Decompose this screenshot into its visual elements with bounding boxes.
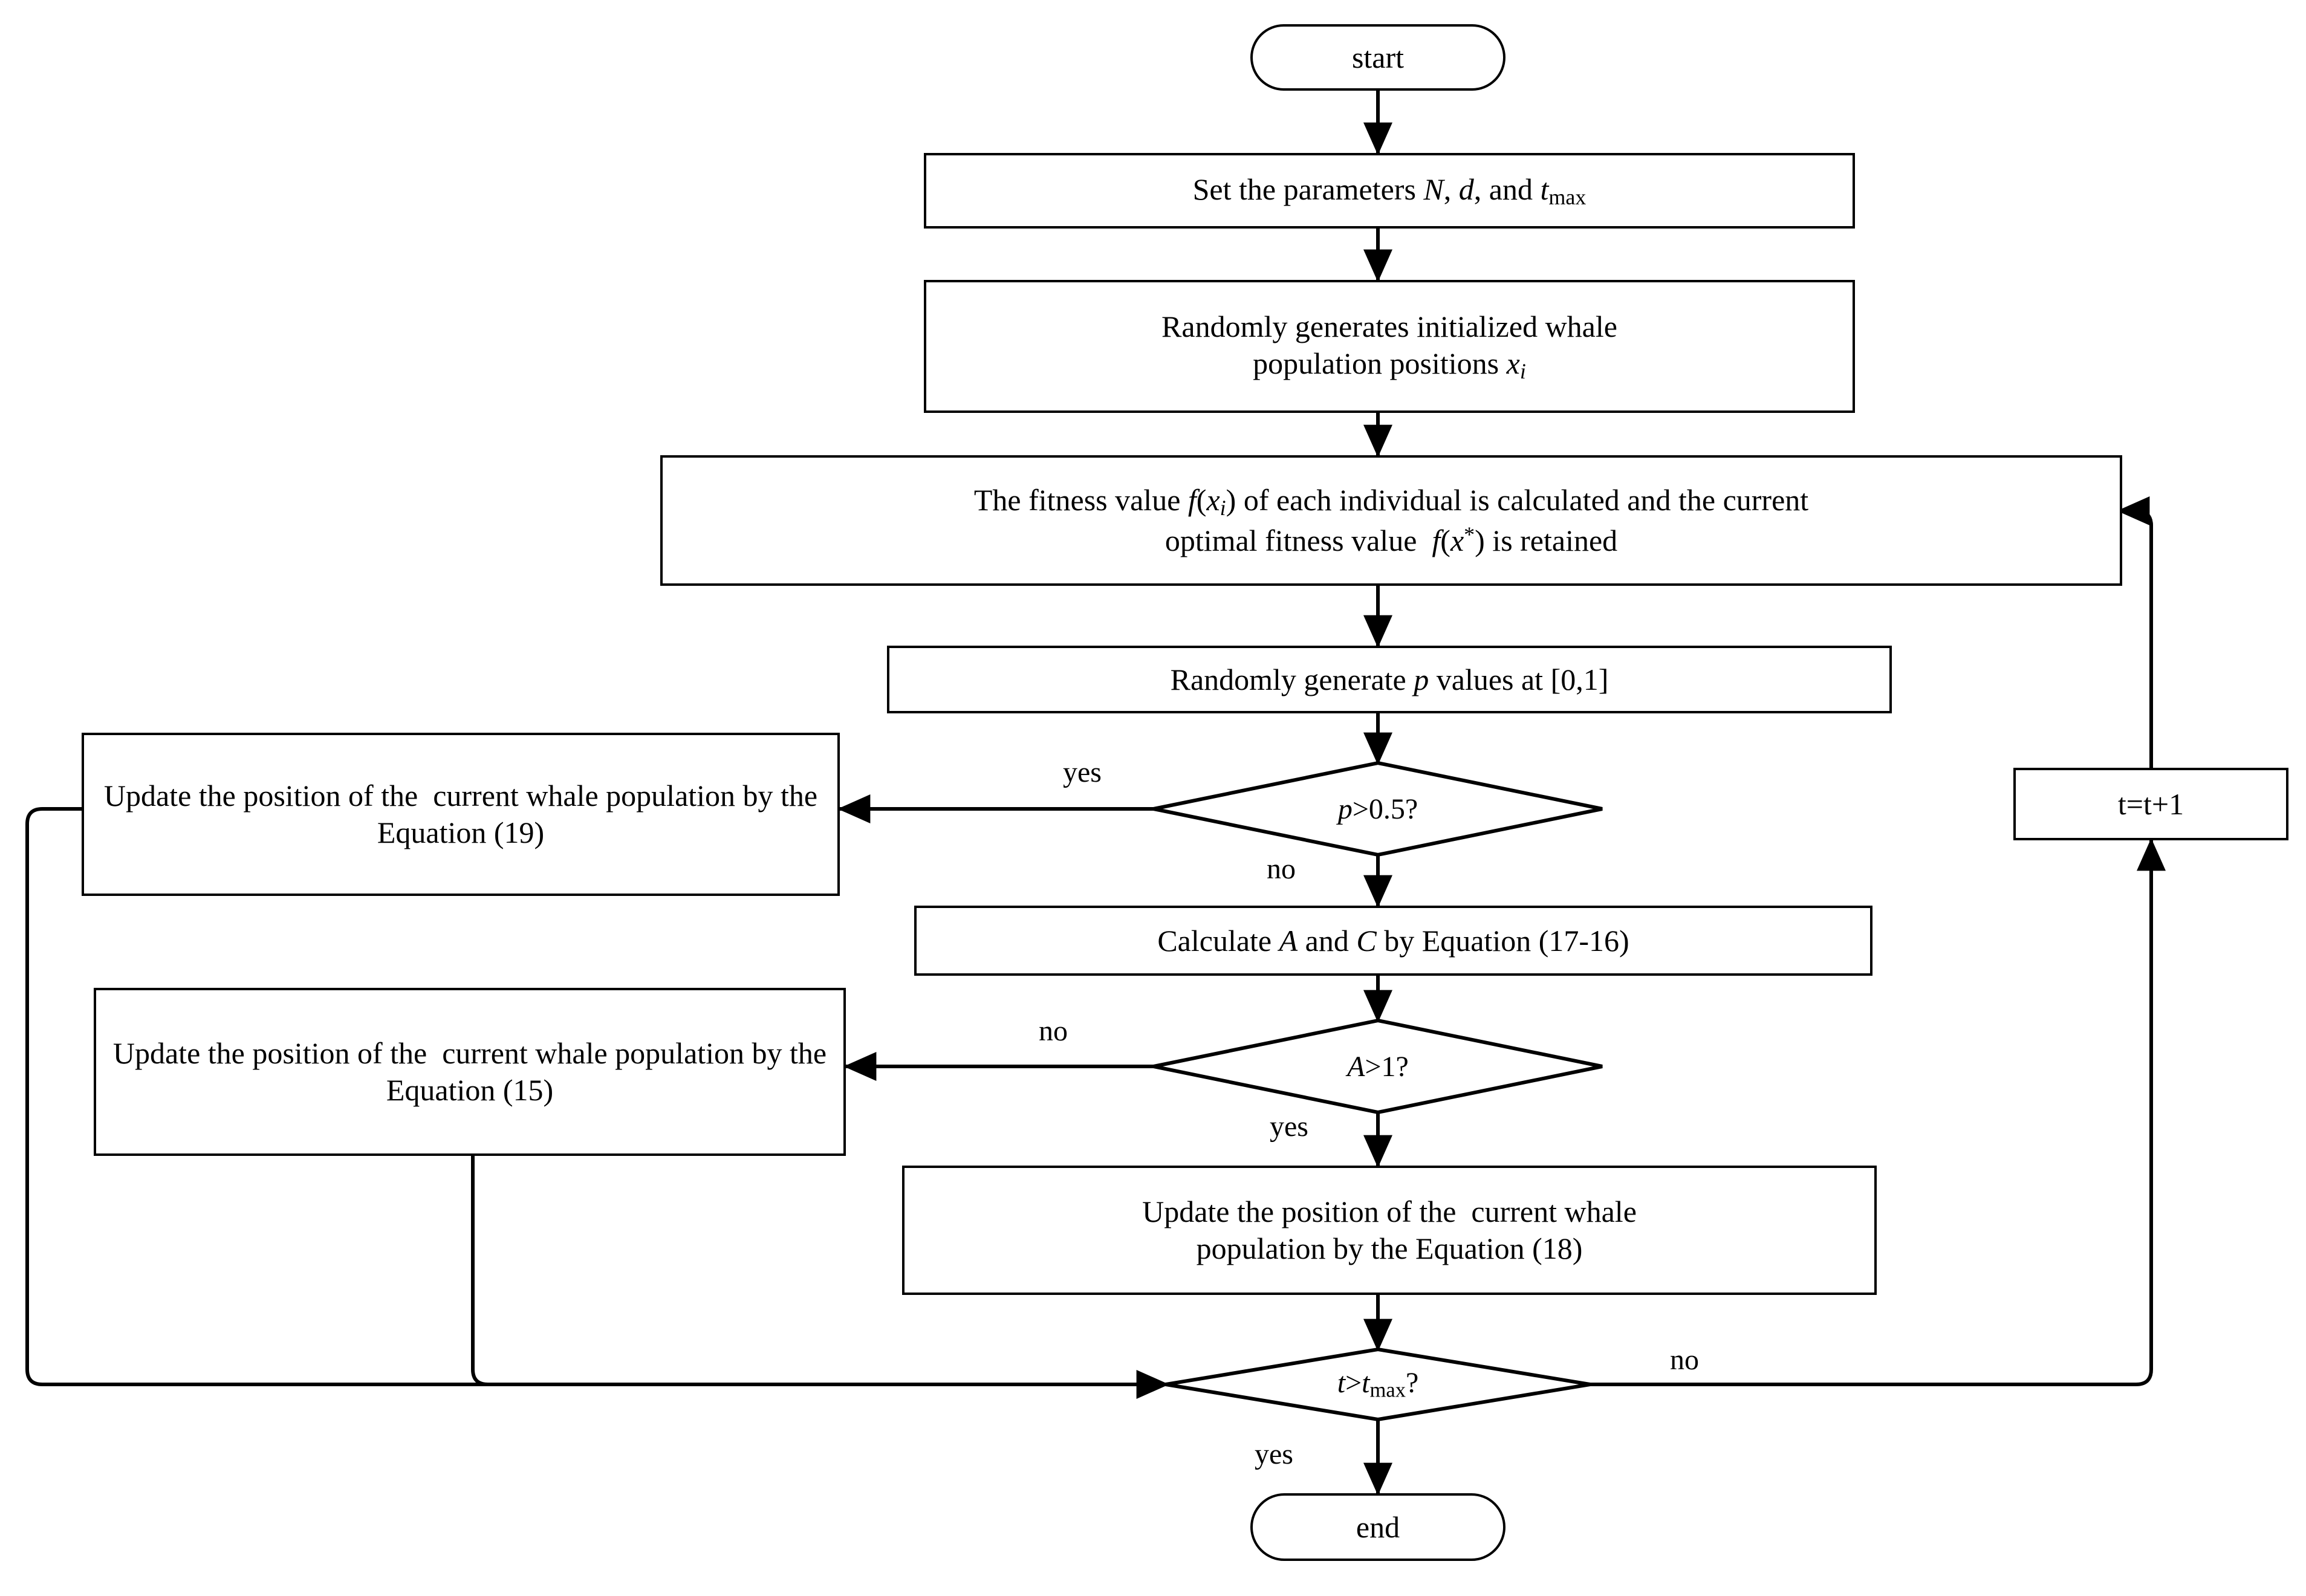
node-generate-p[interactable]: Randomly generate p values at [0,1] — [887, 646, 1892, 713]
edge-label-p-yes: yes — [1063, 756, 1102, 788]
node-set-parameters[interactable]: Set the parameters N, d, and tmax — [924, 153, 1855, 229]
edge-label-a-no: no — [1039, 1015, 1068, 1047]
decision-a-label: A>1? — [1347, 1050, 1409, 1083]
decision-p-label: p>0.5? — [1337, 793, 1418, 825]
node-update-eq19[interactable]: Update the position of the current whale… — [82, 733, 840, 896]
edge-decisiont-no-to-increment — [1590, 838, 2166, 1386]
node-update-eq19-label: Update the position of the current whale… — [103, 779, 818, 849]
edge-increment-up-left — [2119, 509, 2153, 768]
node-update-eq18-label: Update the position of the current whale… — [1142, 1195, 1637, 1265]
edge-label-t-yes: yes — [1255, 1438, 1293, 1470]
edge-label-t-no: no — [1670, 1344, 1699, 1376]
node-start[interactable]: start — [1250, 24, 1505, 91]
decision-p-shape — [1153, 761, 1603, 857]
edge-label-a-yes: yes — [1270, 1111, 1308, 1143]
decision-t-label: t>tmax? — [1337, 1367, 1419, 1402]
node-fitness[interactable]: The fitness value f(xi) of each individu… — [660, 455, 2122, 586]
node-calculate-ac[interactable]: Calculate A and C by Equation (17-16) — [914, 906, 1872, 976]
node-end-label: end — [1356, 1510, 1400, 1544]
node-end[interactable]: end — [1250, 1493, 1505, 1561]
node-generate-p-label: Randomly generate p values at [0,1] — [1170, 662, 1609, 696]
node-update-eq15-label: Update the position of the current whale… — [112, 1036, 827, 1107]
node-calculate-ac-label: Calculate A and C by Equation (17-16) — [1157, 923, 1629, 958]
node-increment-t-label: t=t+1 — [2117, 787, 2184, 821]
decision-t-shape — [1165, 1347, 1591, 1422]
node-increment-t[interactable]: t=t+1 — [2013, 768, 2288, 840]
edge-eq15-loop-to-decisiont — [471, 1156, 846, 1386]
node-start-label: start — [1351, 40, 1405, 74]
edge-eq19-loop-to-decisiont — [25, 807, 1169, 1399]
edge-increment-to-fitness — [2117, 496, 2153, 768]
node-update-eq15[interactable]: Update the position of the current whale… — [94, 988, 846, 1156]
node-fitness-label: The fitness value f(xi) of each individu… — [973, 483, 1809, 557]
node-set-parameters-label: Set the parameters N, d, and tmax — [1192, 172, 1587, 209]
edge-label-p-no: no — [1267, 853, 1296, 885]
decision-a-shape — [1153, 1018, 1603, 1115]
node-update-eq18[interactable]: Update the position of the current whale… — [902, 1166, 1877, 1295]
